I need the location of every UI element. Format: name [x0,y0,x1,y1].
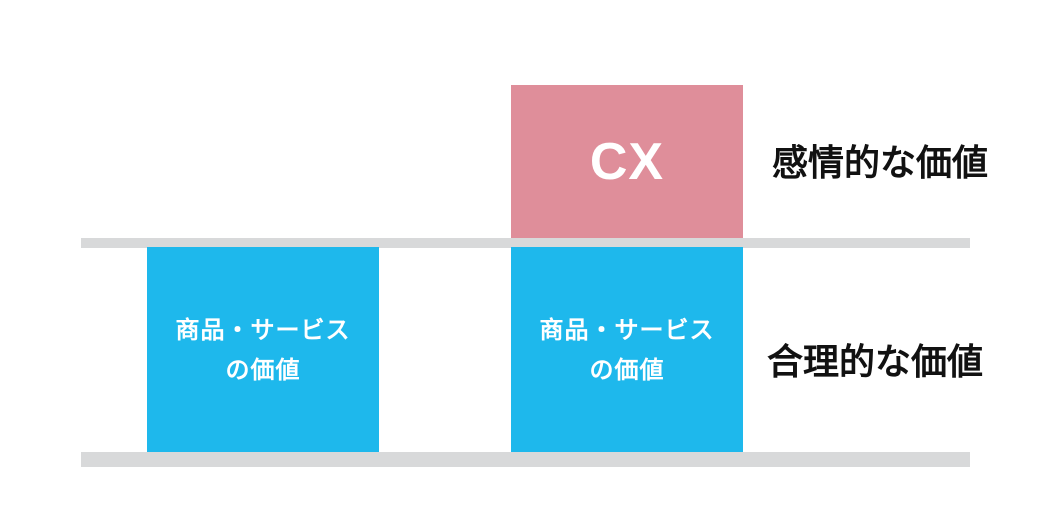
product-service-value-label-left: 商品・サービス の価値 [175,315,351,384]
cx-box: CX [511,85,743,238]
cx-box-label: CX [589,132,665,191]
emotional-value-label: 感情的な価値 [772,143,989,184]
rational-value-label: 合理的な価値 [767,342,984,383]
product-service-value-box-right: 商品・サービス の価値 [511,247,743,452]
shelf-line-upper [81,238,970,248]
product-service-value-label-right: 商品・サービス の価値 [539,315,715,384]
product-service-value-box-left: 商品・サービス の価値 [147,247,379,452]
shelf-line-lower [81,452,970,467]
